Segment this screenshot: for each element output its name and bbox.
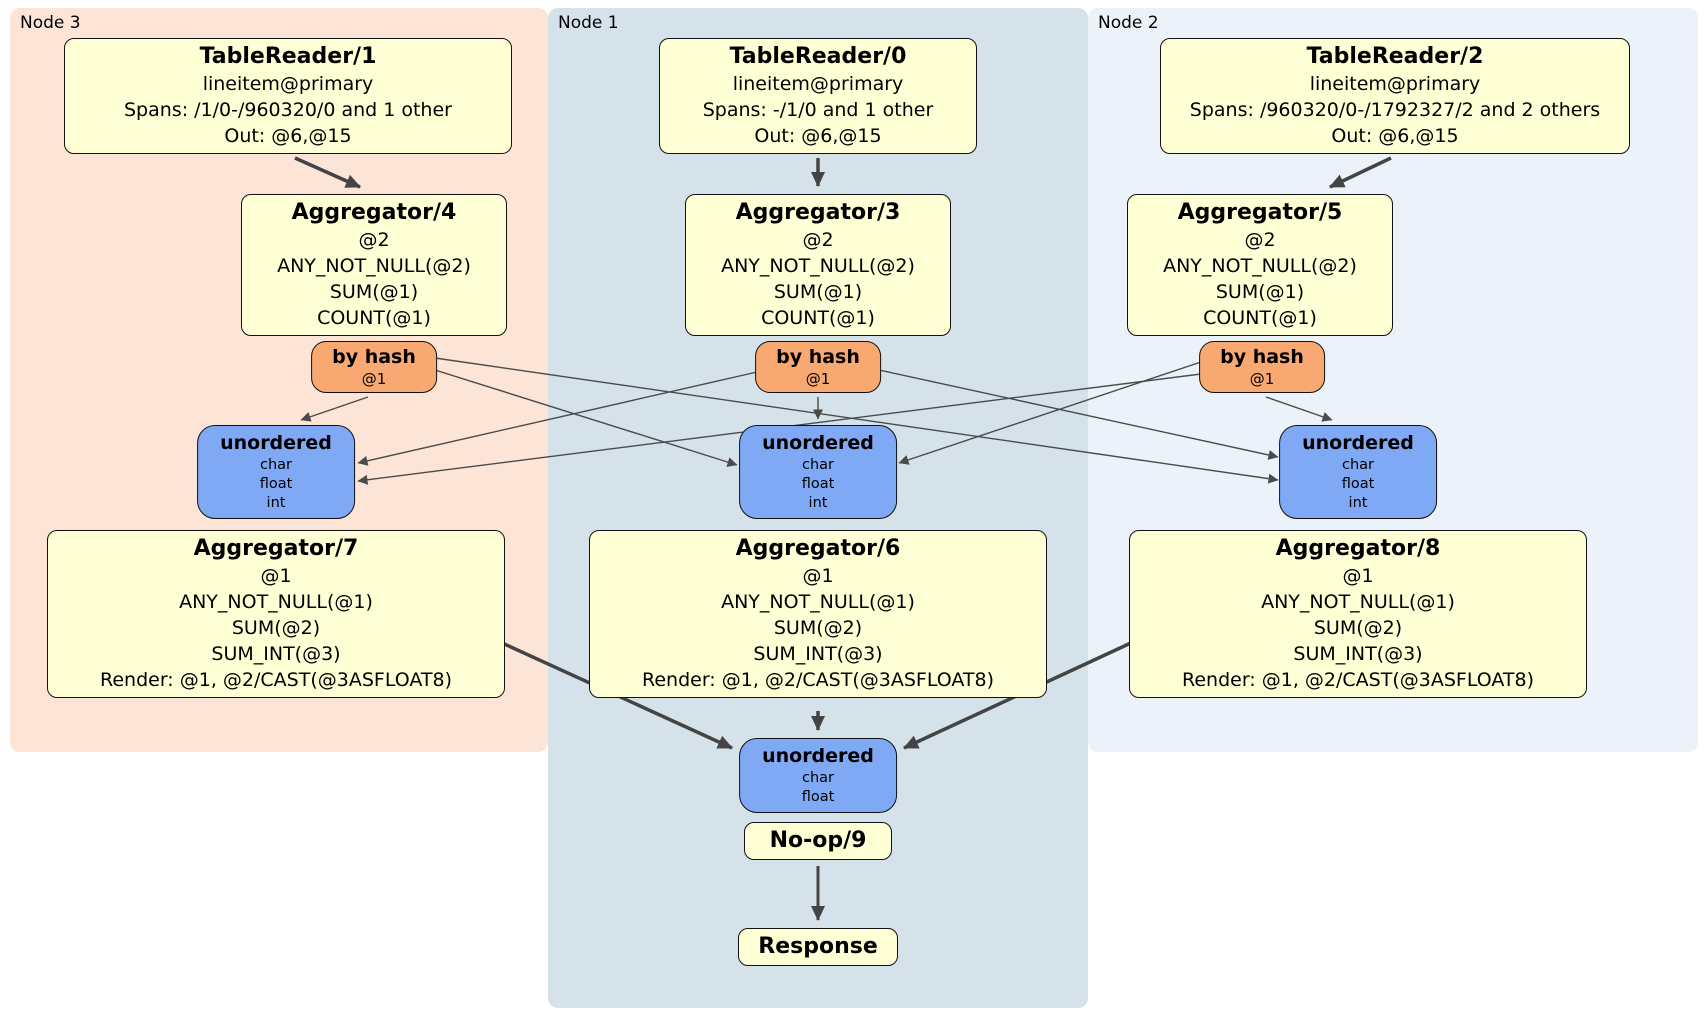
sync-line: int: [808, 495, 828, 511]
box-line: Spans: /960320/0-/1792327/2 and 2 others: [1189, 99, 1601, 121]
box-title: Response: [758, 934, 878, 959]
box-title: TableReader/1: [199, 44, 377, 69]
box-line: ANY_NOT_NULL(@1): [179, 591, 373, 613]
box-line: COUNT(@1): [761, 307, 875, 329]
box-title: Aggregator/8: [1275, 536, 1441, 561]
sync-title: unordered: [220, 432, 332, 454]
box-tablereader-2: TableReader/2 lineitem@primary Spans: /9…: [1160, 38, 1630, 154]
box-line: Out: @6,@15: [1331, 125, 1459, 147]
box-line: Out: @6,@15: [224, 125, 352, 147]
box-line: Render: @1, @2/CAST(@3ASFLOAT8): [1182, 669, 1534, 691]
router-line: @1: [1249, 370, 1275, 388]
edge-hash1-sync2: [878, 369, 1279, 460]
box-tablereader-1: TableReader/1 lineitem@primary Spans: /1…: [64, 38, 512, 154]
edge-tablereader1-aggregator4: [294, 156, 361, 189]
box-line: @1: [1342, 565, 1374, 587]
box-line: SUM(@2): [773, 617, 863, 639]
sync-line: float: [259, 476, 293, 492]
edge-hash3-sync3: [300, 396, 369, 422]
box-line: lineitem@primary: [1309, 73, 1481, 95]
box-title: Aggregator/4: [291, 200, 457, 225]
box-line: SUM_INT(@3): [1293, 643, 1423, 665]
sync-unordered-node1: unordered char float int: [739, 425, 897, 519]
sync-line: char: [801, 457, 835, 473]
box-line: ANY_NOT_NULL(@1): [721, 591, 915, 613]
box-line: ANY_NOT_NULL(@1): [1261, 591, 1455, 613]
box-tablereader-0: TableReader/0 lineitem@primary Spans: -/…: [659, 38, 977, 154]
box-line: Spans: /1/0-/960320/0 and 1 other: [124, 99, 452, 121]
box-line: Out: @6,@15: [754, 125, 882, 147]
box-line: SUM(@1): [1215, 281, 1305, 303]
box-noop-9: No-op/9: [744, 822, 892, 860]
box-response: Response: [738, 928, 898, 966]
box-line: lineitem@primary: [202, 73, 374, 95]
box-title: Aggregator/5: [1177, 200, 1343, 225]
sync-line: int: [266, 495, 286, 511]
box-line: COUNT(@1): [1203, 307, 1317, 329]
box-line: Spans: -/1/0 and 1 other: [702, 99, 934, 121]
box-title: No-op/9: [769, 828, 867, 853]
router-by-hash-node2: by hash @1: [1199, 341, 1325, 393]
sync-unordered-node3: unordered char float int: [197, 425, 355, 519]
edge-hash3-sync1: [434, 369, 738, 467]
sync-line: float: [801, 476, 835, 492]
box-line: ANY_NOT_NULL(@2): [277, 255, 471, 277]
panel-label-node-2: Node 2: [1098, 13, 1159, 33]
router-title: by hash: [1220, 346, 1304, 368]
box-title: Aggregator/6: [735, 536, 901, 561]
box-line: ANY_NOT_NULL(@2): [1163, 255, 1357, 277]
box-aggregator-7: Aggregator/7 @1 ANY_NOT_NULL(@1) SUM(@2)…: [47, 530, 505, 698]
box-line: ANY_NOT_NULL(@2): [721, 255, 915, 277]
box-line: @2: [358, 229, 390, 251]
router-line: @1: [361, 370, 387, 388]
edge-hash2-sync2: [1265, 396, 1333, 422]
box-title: Aggregator/3: [735, 200, 901, 225]
box-aggregator-8: Aggregator/8 @1 ANY_NOT_NULL(@1) SUM(@2)…: [1129, 530, 1587, 698]
sync-line: float: [1341, 476, 1375, 492]
sync-line: char: [259, 457, 293, 473]
sync-title: unordered: [762, 745, 874, 767]
sync-title: unordered: [762, 432, 874, 454]
edge-hash3-sync2: [434, 357, 1279, 484]
box-line: lineitem@primary: [732, 73, 904, 95]
router-title: by hash: [776, 346, 860, 368]
box-title: Aggregator/7: [193, 536, 359, 561]
box-line: Render: @1, @2/CAST(@3ASFLOAT8): [642, 669, 994, 691]
edge-hash2-sync1: [898, 361, 1202, 465]
panel-label-node-3: Node 3: [20, 13, 81, 33]
box-line: COUNT(@1): [317, 307, 431, 329]
box-title: TableReader/0: [729, 44, 907, 69]
sync-line: char: [801, 770, 835, 786]
sync-line: float: [801, 789, 835, 805]
edge-tablereader2-aggregator5: [1329, 156, 1392, 189]
sync-unordered-node2: unordered char float int: [1279, 425, 1437, 519]
box-line: SUM(@1): [329, 281, 419, 303]
box-aggregator-4: Aggregator/4 @2 ANY_NOT_NULL(@2) SUM(@1)…: [241, 194, 507, 336]
box-aggregator-3: Aggregator/3 @2 ANY_NOT_NULL(@2) SUM(@1)…: [685, 194, 951, 336]
router-title: by hash: [332, 346, 416, 368]
sync-title: unordered: [1302, 432, 1414, 454]
box-line: @1: [260, 565, 292, 587]
box-line: @2: [1244, 229, 1276, 251]
box-line: @1: [802, 565, 834, 587]
box-line: @2: [802, 229, 834, 251]
sync-unordered-final: unordered char float: [739, 738, 897, 813]
box-aggregator-5: Aggregator/5 @2 ANY_NOT_NULL(@2) SUM(@1)…: [1127, 194, 1393, 336]
box-line: SUM(@1): [773, 281, 863, 303]
router-by-hash-node3: by hash @1: [311, 341, 437, 393]
router-line: @1: [805, 370, 831, 388]
sync-line: int: [1348, 495, 1368, 511]
panel-label-node-1: Node 1: [558, 13, 619, 33]
router-by-hash-node1: by hash @1: [755, 341, 881, 393]
box-line: SUM(@2): [1313, 617, 1403, 639]
box-line: SUM(@2): [231, 617, 321, 639]
box-line: SUM_INT(@3): [753, 643, 883, 665]
box-aggregator-6: Aggregator/6 @1 ANY_NOT_NULL(@1) SUM(@2)…: [589, 530, 1047, 698]
box-line: SUM_INT(@3): [211, 643, 341, 665]
edge-hash1-sync3: [357, 371, 758, 466]
sync-line: char: [1341, 457, 1375, 473]
box-title: TableReader/2: [1306, 44, 1484, 69]
box-line: Render: @1, @2/CAST(@3ASFLOAT8): [100, 669, 452, 691]
